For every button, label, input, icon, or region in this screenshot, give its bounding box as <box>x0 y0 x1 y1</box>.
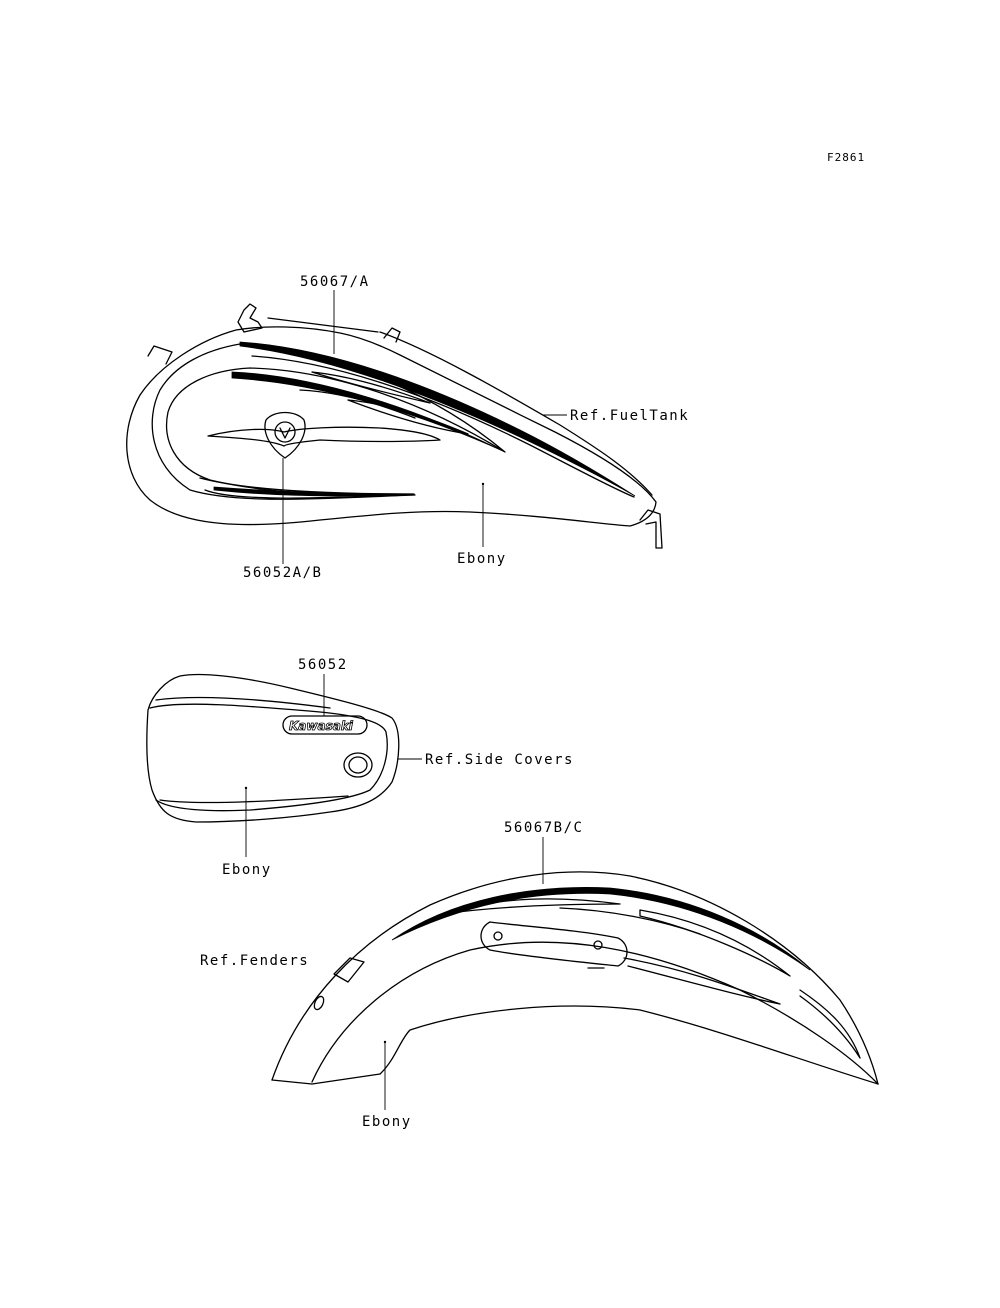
label-fenders-ref: Ref.Fenders <box>200 953 309 969</box>
label-fender-decal: 56067B/C <box>504 820 583 836</box>
label-fuel-tank-ref: Ref.FuelTank <box>570 408 689 424</box>
label-fender-color: Ebony <box>362 1114 412 1130</box>
tank-lower-stripe <box>231 371 506 453</box>
side-cover-logo: Kawasaki <box>289 719 354 733</box>
label-tank-emblem: 56052A/B <box>243 565 322 581</box>
fender-drawing <box>271 871 879 1085</box>
fuel-tank-drawing <box>126 303 663 549</box>
fender-bracket-plate <box>480 921 628 967</box>
fuel-tank-rear-bracket <box>639 509 663 549</box>
emblem-badge <box>264 411 306 459</box>
side-cover-logo-badge <box>282 715 368 735</box>
label-side-cover-emblem: 56052 <box>298 657 348 673</box>
side-cover-drawing: Kawasaki <box>146 673 400 823</box>
side-cover-outline <box>146 673 400 823</box>
tank-upper-stripe <box>239 341 636 497</box>
fender-bracket-hole-1 <box>493 931 503 941</box>
tank-upper-stripe-edge <box>251 355 635 498</box>
tank-swoosh-panel <box>151 343 506 500</box>
tank-lower-swoosh-fill <box>213 486 415 497</box>
tank-v-emblem <box>207 411 441 459</box>
fender-outer-arc <box>271 871 879 1085</box>
side-cover-grommet <box>343 752 373 778</box>
fender-tail-stripe <box>799 989 861 1059</box>
fender-flame-1 <box>441 898 621 915</box>
leader-side-cover-color-dot <box>244 786 248 790</box>
label-tank-color: Ebony <box>457 551 507 567</box>
fender-top-stripe <box>391 887 811 971</box>
tank-flame-cut-2 <box>347 399 469 435</box>
fender-lower-stripe <box>623 957 781 1005</box>
side-cover-bottom-ridge <box>159 795 349 804</box>
leader-tank-color-dot <box>481 482 485 486</box>
label-side-cover-color: Ebony <box>222 862 272 878</box>
side-cover-top-ridge <box>155 696 331 709</box>
label-tank-decal: 56067/A <box>300 274 370 290</box>
label-side-covers-ref: Ref.Side Covers <box>425 752 574 768</box>
leader-fender-color-dot <box>383 1040 387 1044</box>
fuel-tank-top-rim <box>267 317 379 333</box>
fender-flame-3 <box>559 907 701 935</box>
fender-mount-hole <box>313 995 325 1011</box>
tank-flame-cut-3 <box>299 389 416 419</box>
fender-side-slot <box>333 957 365 983</box>
side-cover-grommet-inner <box>348 756 368 774</box>
emblem-ring <box>274 421 296 443</box>
fuel-tank-outline <box>126 326 657 527</box>
fuel-cap <box>237 303 263 333</box>
fender-bracket-hole-2 <box>593 940 603 950</box>
figure-code: F2861 <box>827 151 865 164</box>
fender-inner-arc <box>311 941 879 1085</box>
tank-flame-cut-1 <box>311 371 431 404</box>
fuel-tank-top-edge <box>379 331 653 496</box>
emblem-wing <box>207 426 441 447</box>
fuel-tank-side-tab <box>383 327 401 343</box>
fuel-tank-front-tab <box>147 345 173 365</box>
emblem-v-mark <box>279 427 291 439</box>
fender-bottom-edge <box>271 1073 381 1085</box>
fender-inner-lip <box>379 1005 879 1085</box>
